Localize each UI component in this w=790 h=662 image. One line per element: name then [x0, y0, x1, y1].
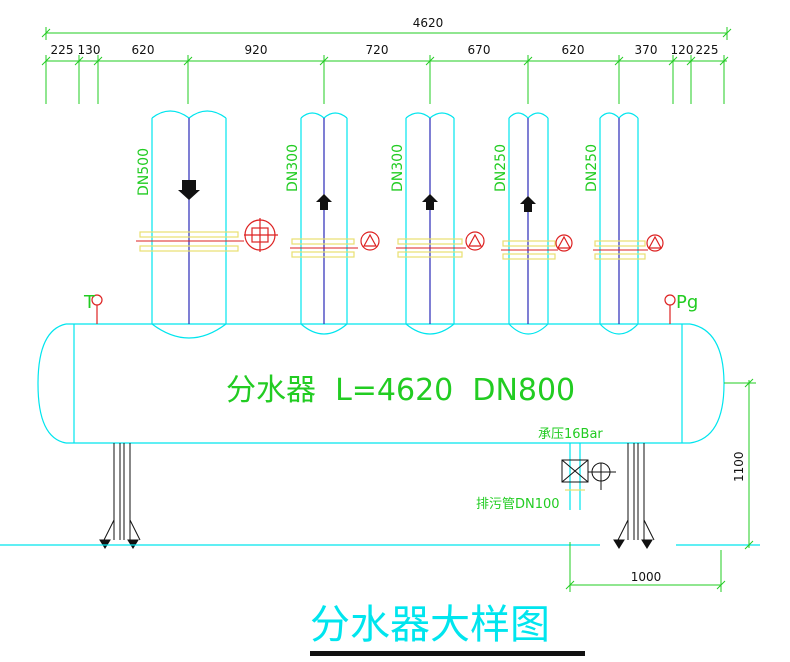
branch-pipe-4: DN250	[493, 112, 558, 335]
segment-label-3: 620	[132, 43, 155, 57]
valve-icon-5	[646, 234, 664, 252]
segment-label-5: 720	[366, 43, 389, 57]
segment-dimensions: 225 130 620 920 720 670 620 370 120 225	[41, 43, 729, 104]
large-valve-icon	[244, 218, 278, 252]
segment-label-1: 225	[51, 43, 74, 57]
branch-pipe-2: DN300	[285, 112, 358, 335]
overall-dimension-label: 4620	[413, 16, 444, 30]
branch-pipe-3: DN300	[390, 112, 466, 335]
drain-pipe	[565, 443, 585, 510]
pressure-gauge-label: Pg	[676, 292, 698, 313]
segment-label-7: 620	[562, 43, 585, 57]
branch-4-label: DN250	[493, 144, 509, 192]
support-left	[99, 443, 141, 549]
segment-label-9: 120	[671, 43, 694, 57]
segment-label-4: 920	[245, 43, 268, 57]
branch-pipe-1: DN500	[136, 110, 244, 339]
header-spec-label: 分水器 L=4620 DN800	[226, 373, 575, 408]
offset-dimension-label: 1000	[631, 570, 662, 584]
height-dimension	[724, 378, 756, 550]
branch-3-label: DN300	[390, 144, 406, 192]
valve-icon-3	[465, 231, 485, 251]
valve-icon-4	[555, 234, 573, 252]
thermometer-label: T	[83, 292, 96, 313]
segment-label-2: 130	[78, 43, 101, 57]
branch-1-label: DN500	[136, 148, 152, 196]
valve-icon-2	[360, 231, 380, 251]
header-vessel	[37, 323, 725, 444]
drawing-title: 分水器大样图	[310, 602, 550, 648]
pressure-rating-note: 承压16Bar	[538, 427, 603, 442]
title-underline	[310, 651, 585, 656]
branch-5-label: DN250	[584, 144, 600, 192]
segment-label-8: 370	[635, 43, 658, 57]
segment-label-10: 225	[696, 43, 719, 57]
drain-pipe-note: 排污管DN100	[476, 497, 560, 512]
thermometer-icon	[91, 294, 103, 324]
offset-dimension	[565, 542, 726, 592]
overall-dimension: 4620	[41, 16, 732, 40]
support-right	[613, 443, 655, 549]
segment-label-6: 670	[468, 43, 491, 57]
branch-2-label: DN300	[285, 144, 301, 192]
drain-valve-icon	[561, 459, 616, 490]
branch-pipe-5: DN250	[584, 112, 648, 335]
height-dimension-label: 1100	[732, 451, 746, 482]
pressure-gauge-icon	[664, 294, 676, 324]
